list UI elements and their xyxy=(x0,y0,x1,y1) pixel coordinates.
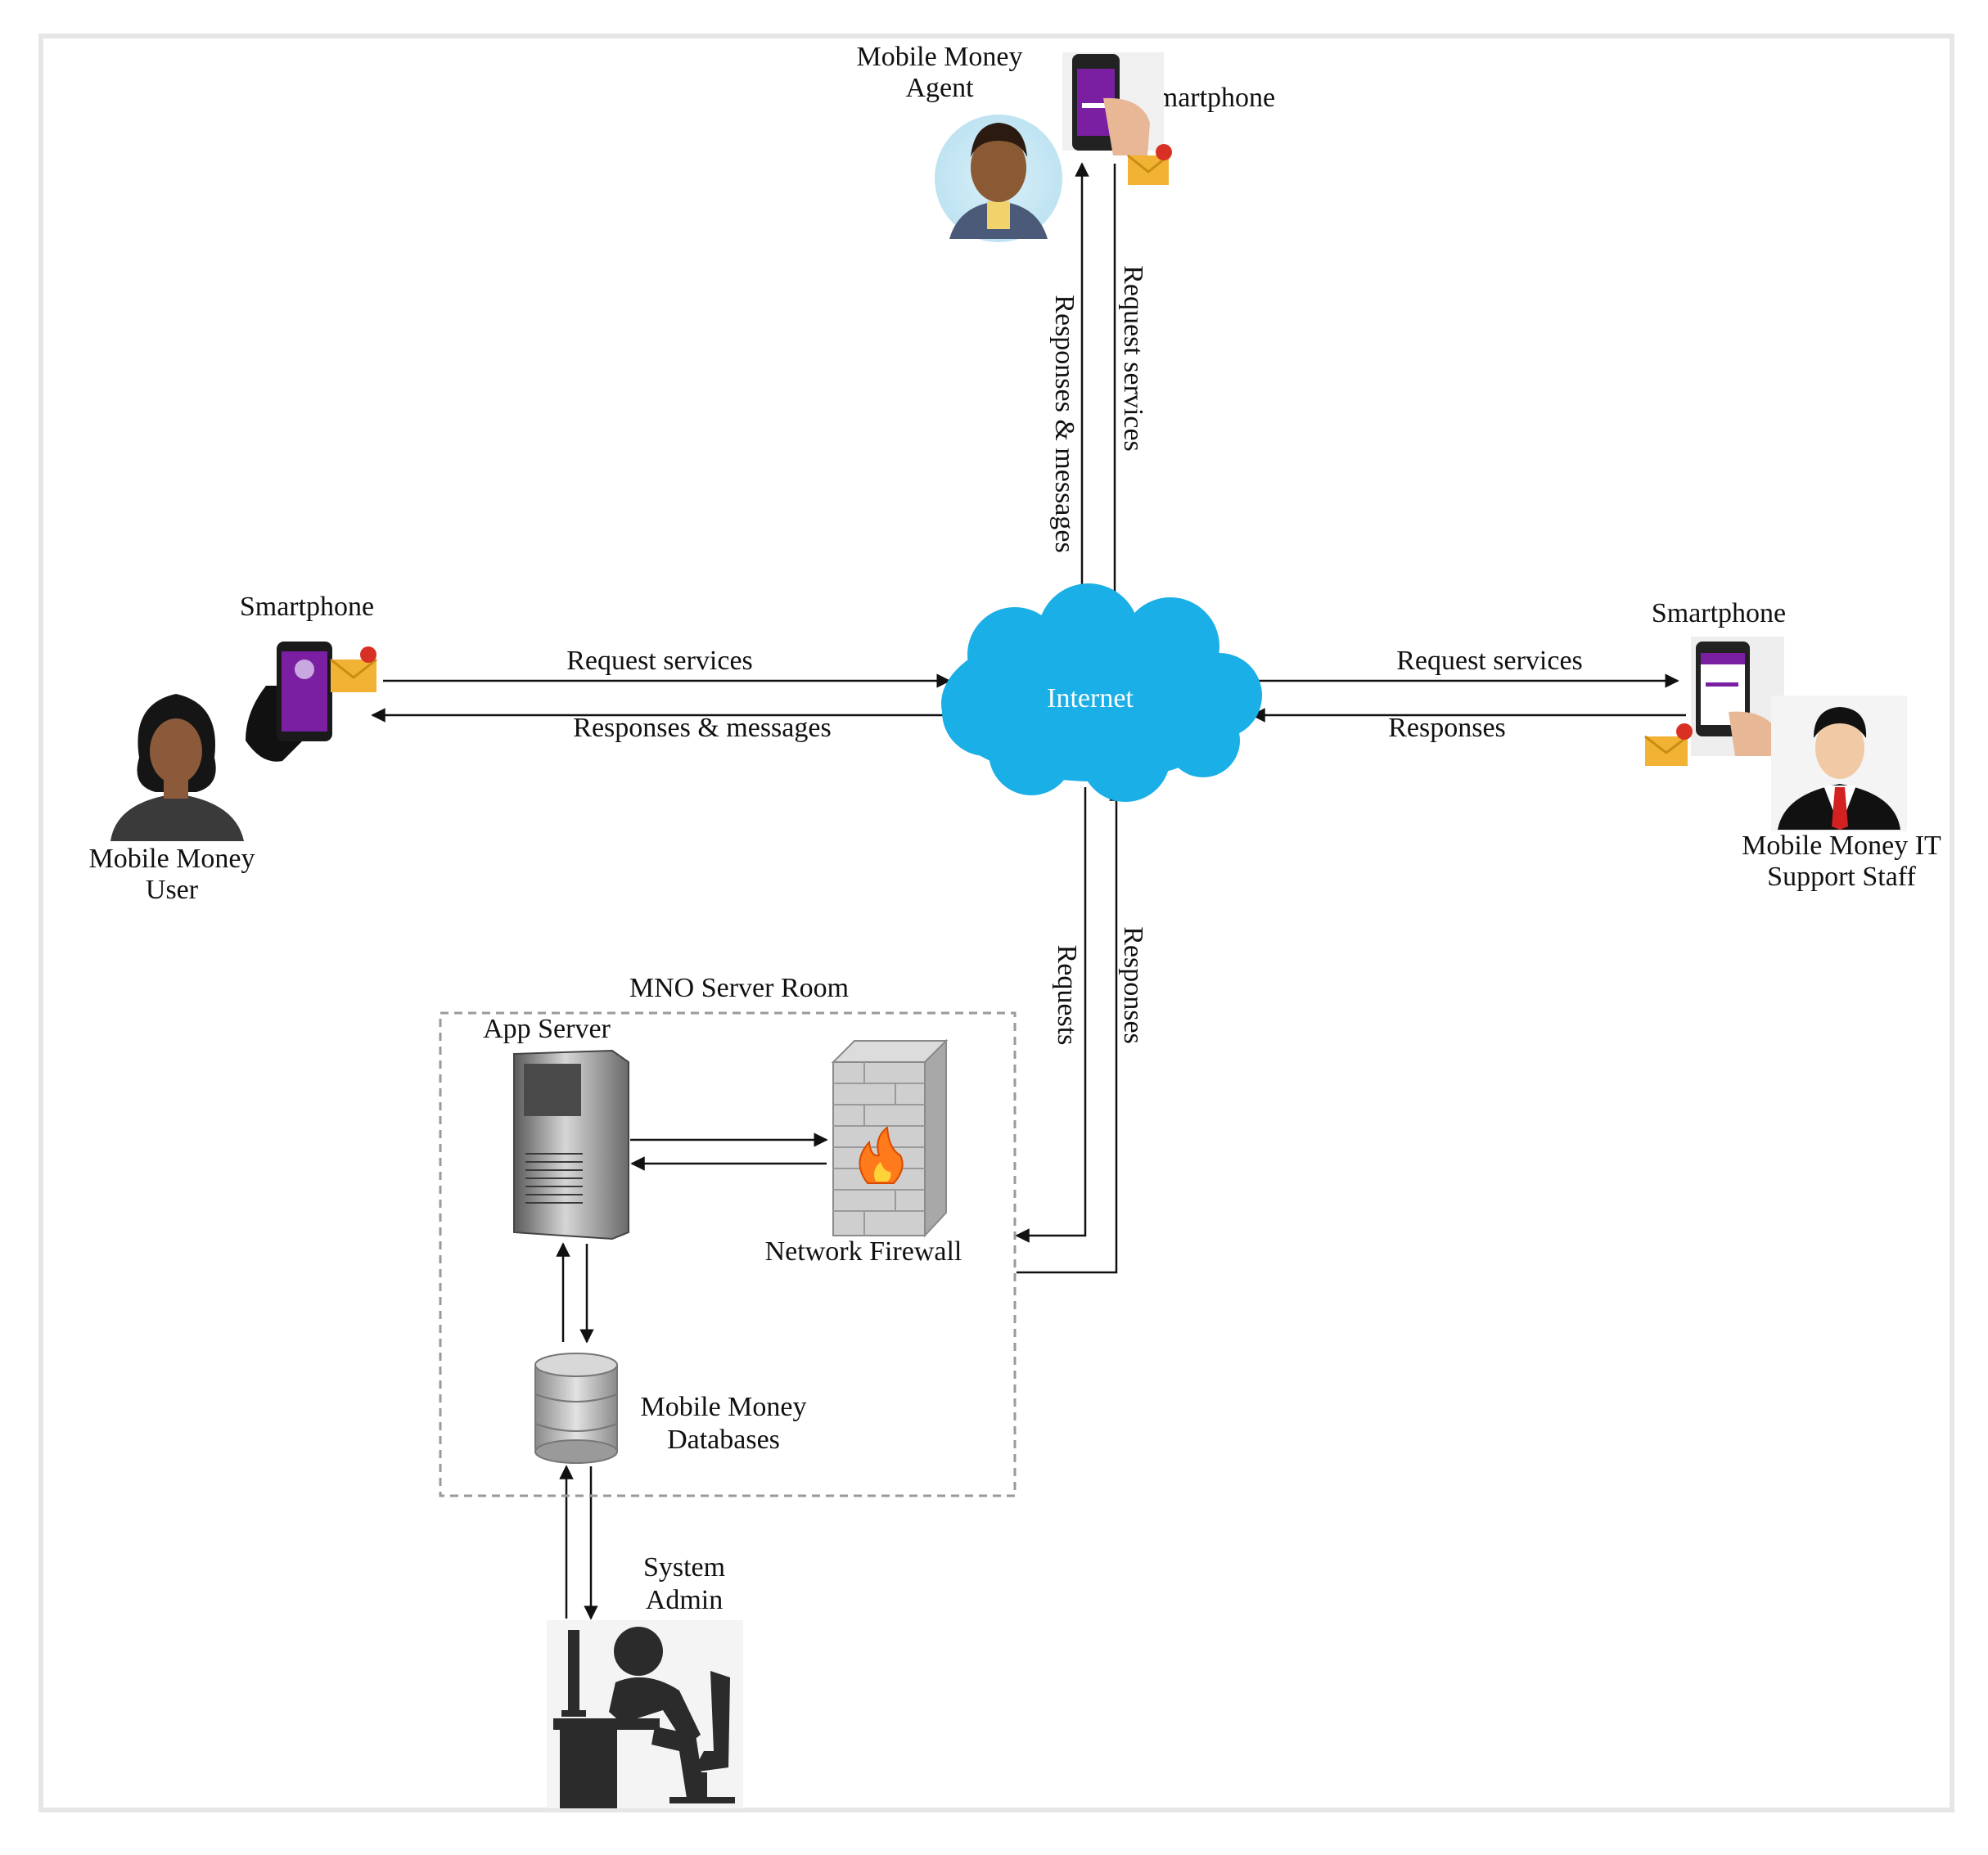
label-agent-requests: Request services xyxy=(1118,265,1148,452)
it-message-icon xyxy=(1644,723,1693,766)
agent-title-line2: Agent xyxy=(905,73,974,103)
app-server-label: App Server xyxy=(483,1014,611,1044)
label-user-requests: Request services xyxy=(566,646,753,676)
edge-room-responses xyxy=(1017,786,1124,1274)
agent-node: Mobile Money Agent Smartphone xyxy=(856,42,1275,242)
database-icon xyxy=(534,1353,618,1464)
firewall-icon xyxy=(831,1038,949,1238)
user-avatar-icon xyxy=(110,694,244,841)
label-room-responses: Responses xyxy=(1118,926,1148,1044)
admin-node: System Admin xyxy=(547,1552,743,1808)
database-label-line1: Mobile Money xyxy=(640,1392,806,1422)
agent-smartphone-icon xyxy=(1062,52,1164,155)
firewall-flame-icon xyxy=(859,1126,904,1184)
user-smartphone-icon xyxy=(246,642,332,762)
it-avatar-icon xyxy=(1771,696,1907,831)
agent-title-line1: Mobile Money xyxy=(856,42,1022,72)
admin-title-line2: Admin xyxy=(646,1585,723,1615)
user-device-label: Smartphone xyxy=(240,592,374,622)
internet-cloud: Internet xyxy=(941,583,1262,802)
admin-title-line1: System xyxy=(643,1552,725,1583)
user-title-line2: User xyxy=(146,875,199,905)
admin-workstation-icon xyxy=(547,1620,743,1808)
server-room-title: MNO Server Room xyxy=(629,973,849,1003)
it-title-line1: Mobile Money IT xyxy=(1742,831,1941,861)
diagram-frame xyxy=(38,34,1954,1812)
label-it-requests: Request services xyxy=(1396,646,1583,676)
connectors xyxy=(371,162,1686,1620)
server-room-group: MNO Server Room App Server xyxy=(439,973,1017,1497)
label-it-responses: Responses xyxy=(1388,713,1506,743)
user-title-line1: Mobile Money xyxy=(88,844,255,874)
label-user-responses: Responses & messages xyxy=(573,713,831,743)
label-room-requests: Requests xyxy=(1052,945,1082,1046)
it-staff-node: Smartphone Mobile Money IT Support Staff xyxy=(1644,598,1941,892)
label-agent-responses: Responses & messages xyxy=(1049,295,1080,552)
agent-message-icon xyxy=(1127,144,1172,185)
it-title-line2: Support Staff xyxy=(1767,862,1916,892)
user-message-icon xyxy=(330,646,377,692)
user-node: Smartphone Mobile Money User xyxy=(88,592,377,905)
it-device-label: Smartphone xyxy=(1652,598,1786,628)
it-smartphone-icon xyxy=(1691,637,1784,756)
database-label-line2: Databases xyxy=(667,1425,780,1455)
internet-label: Internet xyxy=(1047,683,1134,714)
edge-room-requests xyxy=(1015,787,1087,1243)
firewall-label: Network Firewall xyxy=(765,1236,962,1267)
app-server-icon xyxy=(513,1049,629,1240)
agent-avatar-icon xyxy=(935,115,1062,242)
